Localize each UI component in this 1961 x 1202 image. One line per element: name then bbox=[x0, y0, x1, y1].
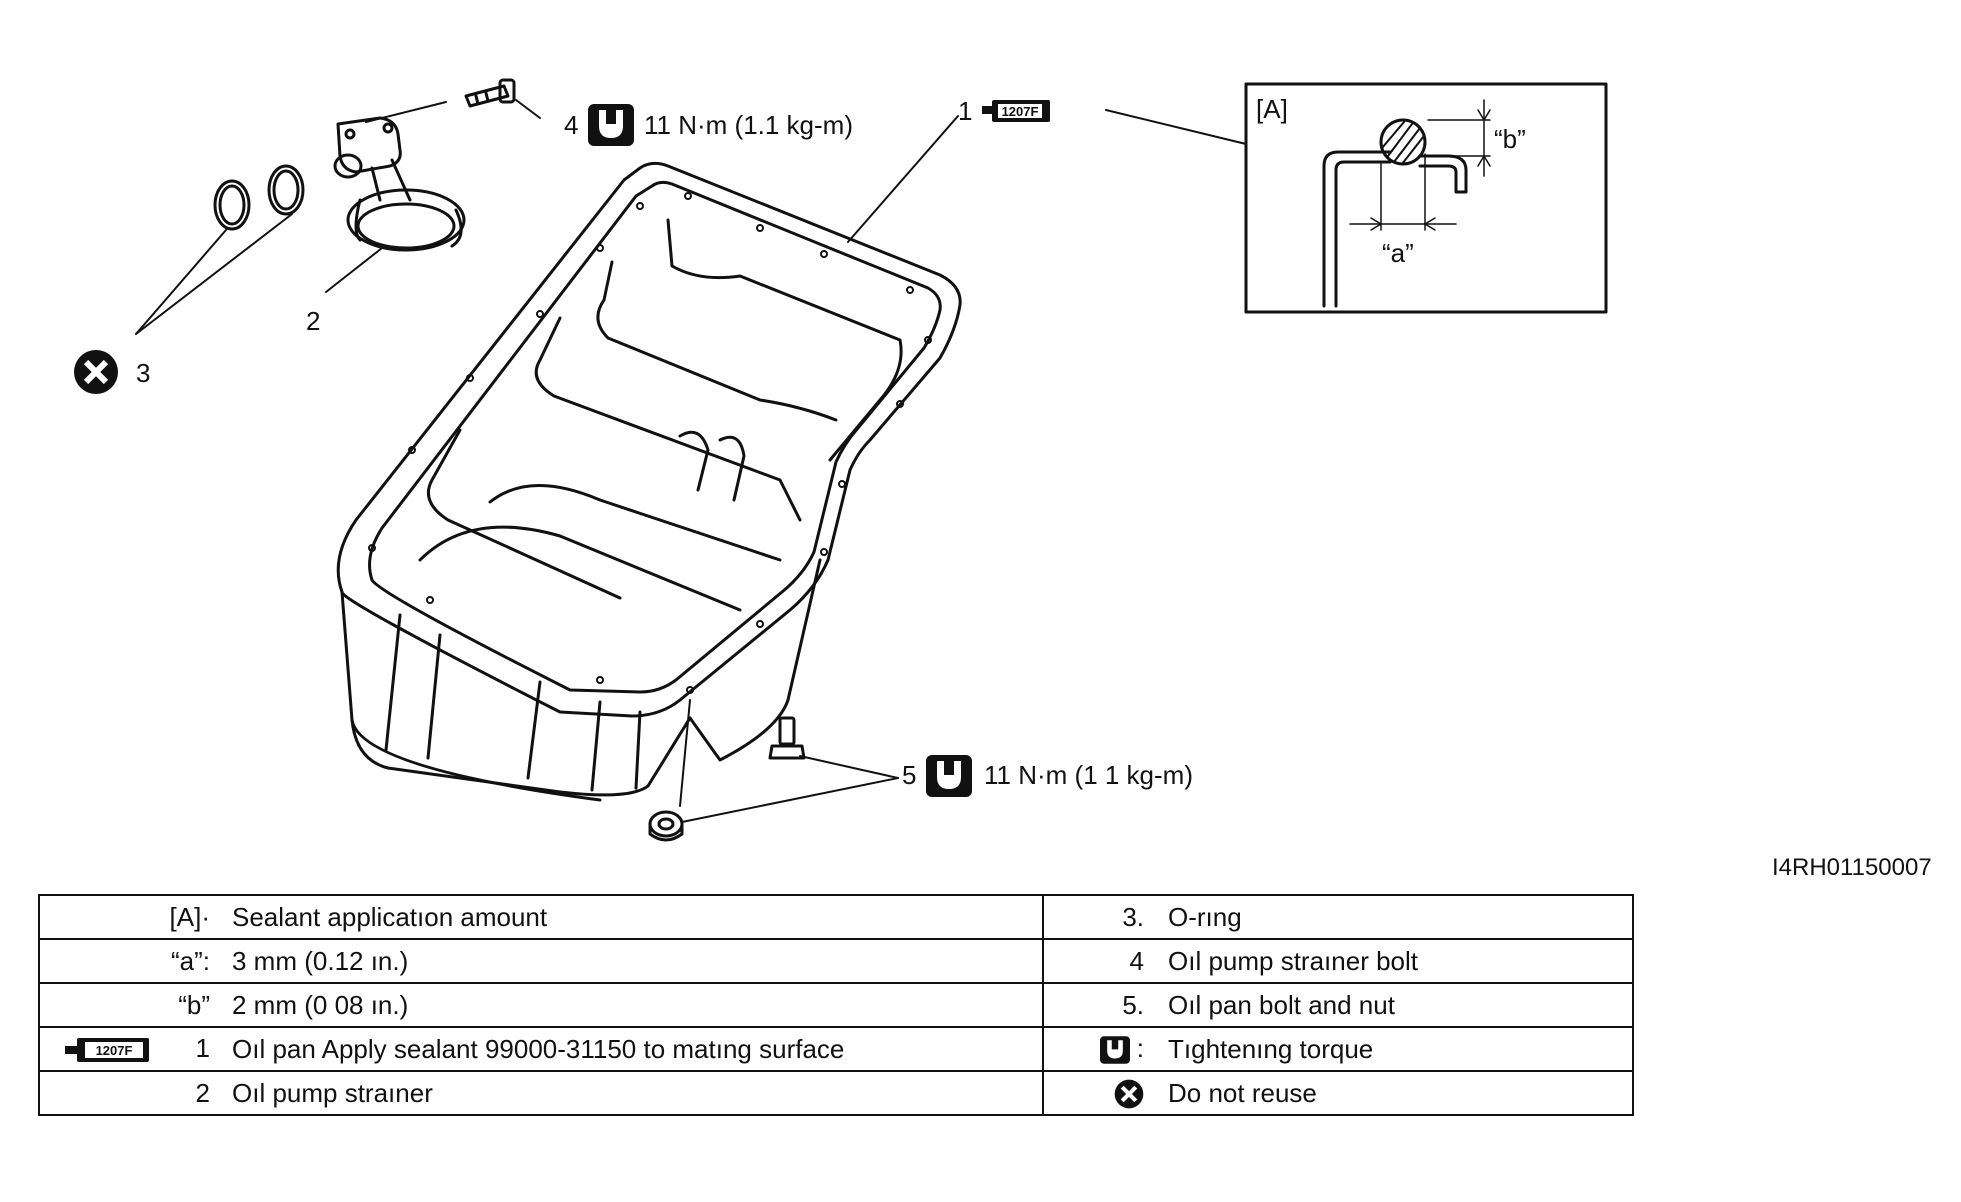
sealant-code: 1207F bbox=[1002, 104, 1039, 119]
sealant-tube-icon: 1207F bbox=[982, 100, 1050, 122]
detail-a-box bbox=[1244, 82, 1608, 314]
o-rings bbox=[213, 164, 305, 231]
callout-1: 1 bbox=[958, 96, 972, 126]
figure-reference-id: I4RH01150007 bbox=[1772, 854, 1932, 881]
do-not-reuse-icon bbox=[74, 350, 118, 394]
callout-2: 2 bbox=[306, 306, 320, 336]
detail-a-label: [A] bbox=[1256, 94, 1288, 124]
pan-nut bbox=[648, 810, 684, 842]
torque-wrench-icon bbox=[588, 104, 634, 146]
torque-wrench-icon bbox=[926, 755, 972, 797]
leader-lines bbox=[135, 99, 1247, 823]
legend-key: 5. bbox=[1042, 982, 1158, 1028]
pan-bolt bbox=[768, 716, 806, 760]
oil-pan-exploded-diagram: 1207F 1 2 3 4 11 N·m (1.1 kg-m) 5 11 N·m… bbox=[74, 78, 1608, 842]
oil-pan bbox=[336, 161, 962, 802]
legend-table: [A]· Sealant applicatıon amount 3. O-rın… bbox=[38, 894, 1634, 1116]
legend-desc: Oıl pump straıner bbox=[222, 1070, 1043, 1116]
legend-key-cell: : bbox=[1042, 1026, 1158, 1072]
torque-wrench-icon bbox=[1099, 1036, 1130, 1064]
sealant-hatching bbox=[1381, 121, 1425, 165]
torque-value-5: 11 N·m (1 1 kg-m) bbox=[984, 760, 1193, 790]
legend-desc: Do not reuse bbox=[1158, 1070, 1634, 1116]
legend-desc: 3 mm (0.12 ın.) bbox=[222, 938, 1043, 984]
legend-key: 1 bbox=[195, 1032, 210, 1063]
legend-key: “b” bbox=[38, 982, 222, 1028]
legend-key: [A]· bbox=[38, 894, 222, 940]
dimension-a-label: “a” bbox=[1382, 238, 1414, 268]
table-row: “b” 2 mm (0 08 ın.) 5. Oıl pan bolt and … bbox=[38, 982, 1634, 1028]
sealant-tube-icon: 1207F bbox=[65, 1038, 150, 1063]
strainer-bolt bbox=[464, 78, 516, 108]
legend-key: 3. bbox=[1042, 894, 1158, 940]
table-row: 1207F 1 Oıl pan Apply sealant 99000-3115… bbox=[38, 1026, 1634, 1072]
table-row: [A]· Sealant applicatıon amount 3. O-rın… bbox=[38, 894, 1634, 940]
dimension-b-label: “b” bbox=[1494, 124, 1526, 154]
legend-desc: Oıl pump straıner bolt bbox=[1158, 938, 1634, 984]
legend-desc: 2 mm (0 08 ın.) bbox=[222, 982, 1043, 1028]
sealant-code: 1207F bbox=[96, 1043, 133, 1058]
callout-4: 4 bbox=[564, 110, 578, 140]
legend-key: 2 bbox=[38, 1070, 222, 1116]
legend-key: “a”: bbox=[38, 938, 222, 984]
legend-key: : bbox=[1136, 1032, 1144, 1063]
table-row: “a”: 3 mm (0.12 ın.) 4 Oıl pump straıner… bbox=[38, 938, 1634, 984]
legend-key-cell bbox=[1042, 1070, 1158, 1116]
legend-desc: Oıl pan bolt and nut bbox=[1158, 982, 1634, 1028]
callout-5: 5 bbox=[902, 760, 916, 790]
table-row: 2 Oıl pump straıner Do not reuse bbox=[38, 1070, 1634, 1116]
do-not-reuse-icon bbox=[1114, 1079, 1144, 1109]
legend-desc: Oıl pan Apply sealant 99000-31150 to mat… bbox=[222, 1026, 1043, 1072]
oil-pump-strainer bbox=[333, 116, 466, 252]
legend-key-cell: 1207F 1 bbox=[38, 1026, 222, 1072]
legend-desc: Sealant applicatıon amount bbox=[222, 894, 1043, 940]
legend-desc: O-rıng bbox=[1158, 894, 1634, 940]
legend-key: 4 bbox=[1042, 938, 1158, 984]
callout-3: 3 bbox=[136, 358, 150, 388]
legend-desc: Tıghtenıng torque bbox=[1158, 1026, 1634, 1072]
torque-value-4: 11 N·m (1.1 kg-m) bbox=[644, 110, 853, 140]
